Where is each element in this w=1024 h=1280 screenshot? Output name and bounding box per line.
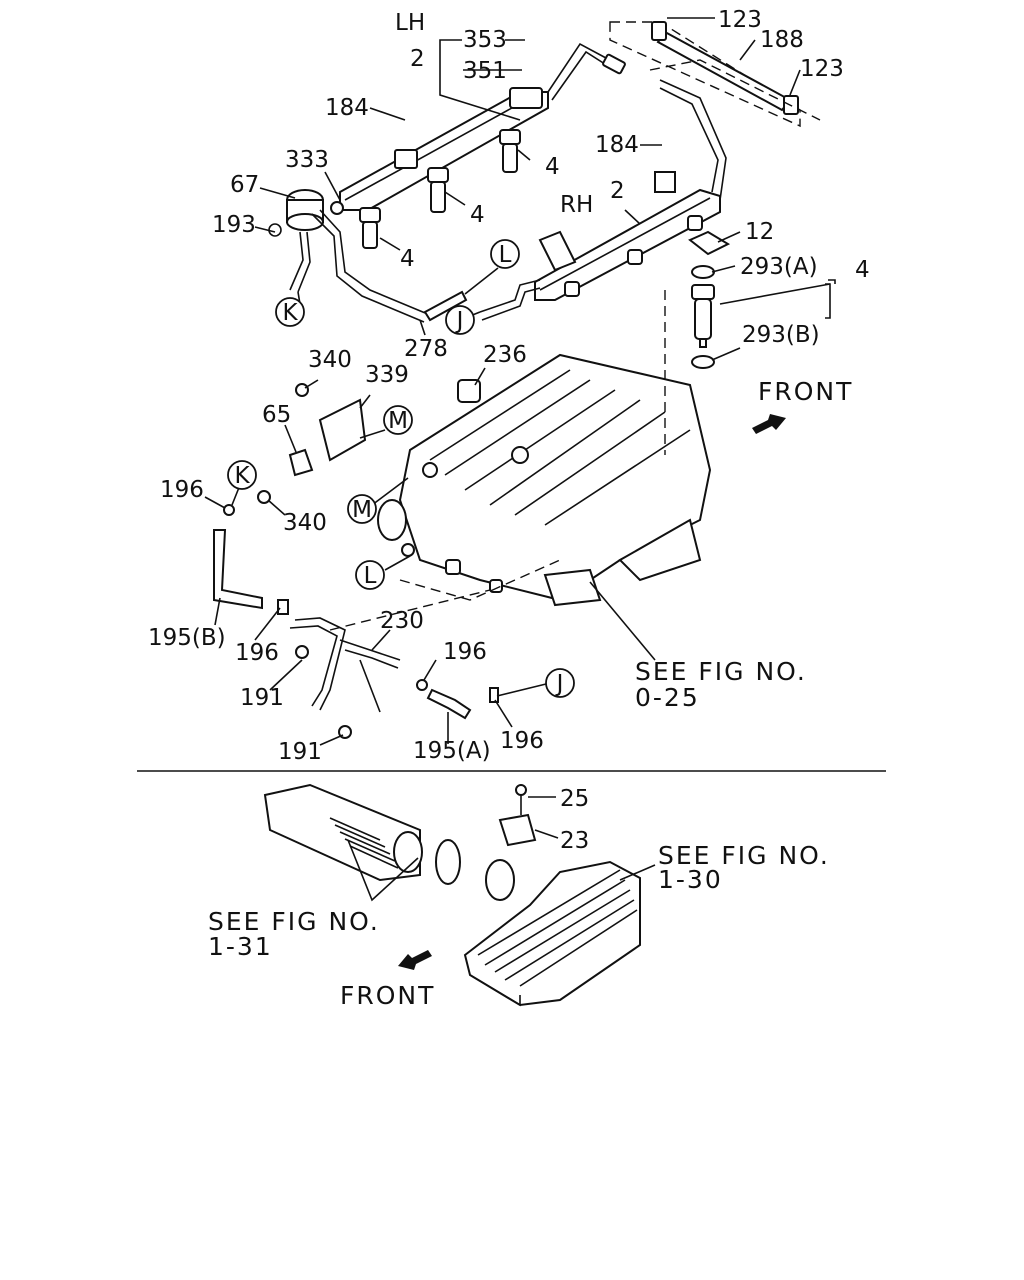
see-fig-0-25: SEE FIG NO. 0-25 (635, 657, 807, 712)
fuel-filter-hose (609, 21, 821, 128)
connector-j-top: J (445, 305, 475, 335)
part-25: 25 (560, 786, 589, 812)
part-191-bottom: 191 (278, 739, 322, 765)
part-236: 236 (483, 342, 527, 368)
injector-lh-3 (499, 129, 521, 173)
see-fig-1-31-line2: 1-31 (208, 932, 273, 961)
part-2-rh: 2 (610, 178, 625, 204)
see-fig-1-30-line1: SEE FIG NO. (658, 841, 830, 870)
part-184-lh: 184 (325, 95, 369, 121)
connector-k-left-label: K (234, 463, 250, 489)
part-340-bottom: 340 (283, 510, 327, 536)
part-196-lower: 196 (500, 728, 544, 754)
part-23: 23 (560, 828, 589, 854)
front-label-upper: FRONT (758, 377, 853, 406)
part-293b: 293(B) (742, 322, 820, 348)
injector-lh-2 (427, 167, 449, 213)
connector-j-right: J (545, 668, 575, 698)
leader-lines-upper (204, 17, 836, 746)
part-4-c: 4 (400, 246, 415, 272)
injector-rh-detail (688, 230, 731, 369)
connector-k-top-label: K (282, 300, 298, 326)
connector-l-top: L (490, 239, 520, 269)
front-label-lower: FRONT (340, 981, 435, 1010)
part-293a: 293(A) (740, 254, 818, 280)
part-123-top: 123 (718, 7, 762, 33)
see-fig-0-25-line1: SEE FIG NO. (635, 657, 807, 686)
part-196-mid: 196 (235, 640, 279, 666)
intake-duct (263, 783, 515, 901)
see-fig-1-30-line2: 1-30 (658, 865, 723, 894)
lh-fuel-rail (339, 42, 626, 211)
part-labels-upper: LH 353 2 351 123 188 123 184 333 67 193 … (148, 7, 870, 765)
see-fig-0-25-line2: 0-25 (635, 683, 700, 712)
intake-manifold (377, 290, 712, 607)
bracket-339 (257, 383, 367, 504)
part-65: 65 (262, 402, 291, 428)
rh-fuel-rail (534, 79, 727, 301)
part-188: 188 (760, 27, 804, 53)
front-arrow-lower-icon (398, 950, 432, 970)
pressure-regulator (286, 189, 344, 231)
front-arrow-icon (752, 414, 786, 434)
part-67: 67 (230, 172, 259, 198)
part-191-top: 191 (240, 685, 284, 711)
connector-j-right-label: J (555, 671, 564, 697)
hoses-upper (268, 209, 541, 323)
part-333: 333 (285, 147, 329, 173)
connector-l-left-label: L (364, 563, 377, 589)
see-fig-1-31: SEE FIG NO. 1-31 (208, 907, 380, 961)
connector-m-left-label: M (352, 497, 372, 523)
connector-m-right: M (383, 405, 413, 435)
part-230: 230 (380, 608, 424, 634)
part-193: 193 (212, 212, 256, 238)
part-340-top: 340 (308, 347, 352, 373)
connector-m-right-label: M (388, 408, 408, 434)
side-label-rh: RH (560, 192, 593, 218)
part-4-group: 4 (855, 257, 870, 283)
side-label-lh: LH (395, 10, 425, 36)
part-123-right: 123 (800, 56, 844, 82)
part-4-b: 4 (470, 202, 485, 228)
front-indicator-upper: FRONT (752, 377, 853, 434)
part-278: 278 (404, 336, 448, 362)
leader-lines-lower (347, 796, 656, 902)
connector-l-left: L (355, 560, 385, 590)
front-indicator-lower: FRONT (340, 950, 435, 1010)
part-2-lh: 2 (410, 46, 425, 72)
connector-j-top-label: J (455, 308, 464, 334)
connector-k-left: K (227, 460, 257, 490)
see-fig-1-30: SEE FIG NO. 1-30 (658, 841, 830, 894)
part-196-right: 196 (443, 639, 487, 665)
connector-m-left: M (347, 494, 377, 524)
part-196-left: 196 (160, 477, 204, 503)
air-cleaner (463, 784, 641, 1007)
part-184-rh: 184 (595, 132, 639, 158)
part-195b: 195(B) (148, 625, 226, 651)
injector-lh-1 (359, 207, 381, 249)
part-353: 353 (463, 27, 507, 53)
see-fig-1-31-line1: SEE FIG NO. (208, 907, 380, 936)
connector-l-top-label: L (499, 242, 512, 268)
part-12: 12 (745, 219, 774, 245)
part-labels-lower: 25 23 (560, 786, 589, 854)
part-195a: 195(A) (413, 738, 491, 764)
connector-k-top: K (275, 297, 305, 327)
part-339: 339 (365, 362, 409, 388)
part-4-a: 4 (545, 154, 560, 180)
part-351: 351 (463, 58, 507, 84)
